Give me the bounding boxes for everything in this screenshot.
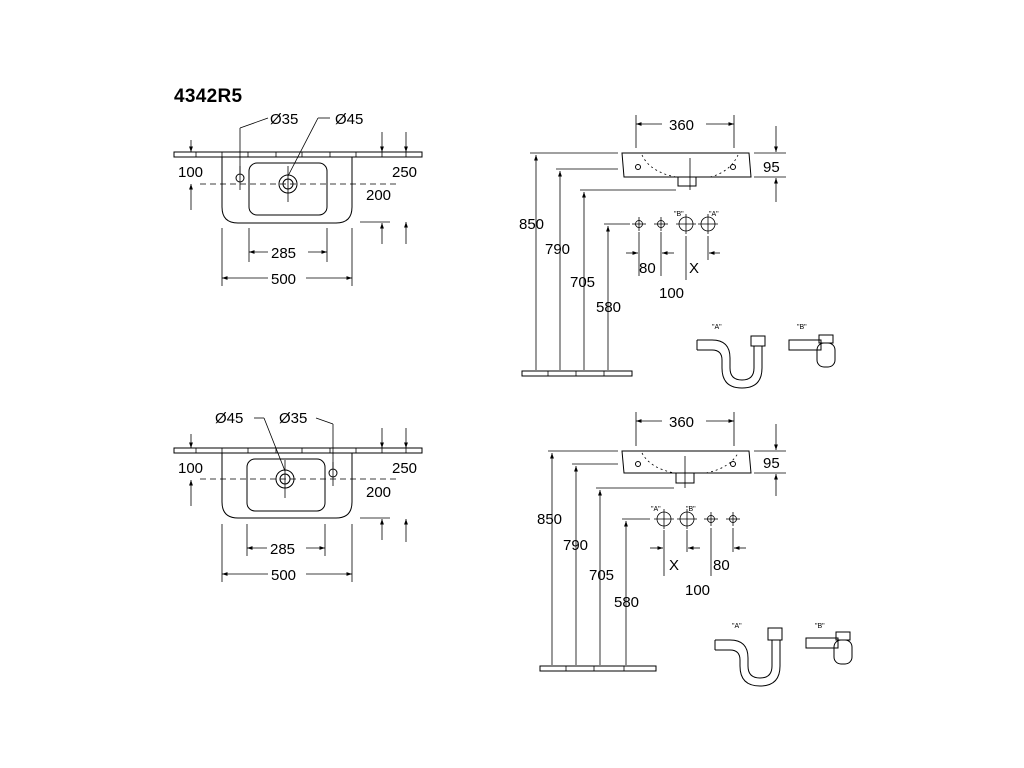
dim-100-side1: 100 xyxy=(659,285,684,302)
dim-360-side1: 360 xyxy=(669,117,694,134)
dim-200-top1: 200 xyxy=(366,187,391,204)
dim-80-side1: 80 xyxy=(639,260,656,277)
lbl-a-valve-side2: "A" xyxy=(651,506,661,513)
lbl-a-valve-side1: "A" xyxy=(709,211,719,218)
dim-250-top1: 250 xyxy=(392,164,417,181)
lbl-b-valve-side2: "B" xyxy=(686,506,696,513)
dim-200-top2: 200 xyxy=(366,484,391,501)
dim-790-side2: 790 xyxy=(563,537,588,554)
dim-d45-2: Ø45 xyxy=(215,410,243,427)
lbl-siphon-b-side2: "B" xyxy=(815,623,825,630)
dim-100-top2: 100 xyxy=(178,460,203,477)
dim-705-side2: 705 xyxy=(589,567,614,584)
dim-580-side1: 580 xyxy=(596,299,621,316)
dim-705-side1: 705 xyxy=(570,274,595,291)
dim-d35-2: Ø35 xyxy=(279,410,307,427)
dim-500-top1: 500 xyxy=(271,271,296,288)
dim-360-side2: 360 xyxy=(669,414,694,431)
top-view-1: Ø35 Ø45 100 250 200 285 500 xyxy=(173,111,423,288)
dim-d45-1: Ø45 xyxy=(335,111,363,128)
dim-790-side1: 790 xyxy=(545,241,570,258)
dim-850-side2: 850 xyxy=(537,511,562,528)
top-view-2: Ø45 Ø35 100 250 200 285 500 xyxy=(173,410,423,584)
lbl-siphon-a-side1: "A" xyxy=(712,324,722,331)
dim-95-side2: 95 xyxy=(763,455,780,472)
dim-285-top1: 285 xyxy=(271,245,296,262)
side-view-2: 360 95 850 790 705 580 "A" "B" xyxy=(537,412,853,687)
dim-95-side1: 95 xyxy=(763,159,780,176)
dim-285-top2: 285 xyxy=(270,541,295,558)
model-title: 4342R5 xyxy=(174,86,243,107)
dim-80-side2: 80 xyxy=(713,557,730,574)
lbl-b-valve-side1: "B" xyxy=(674,211,684,218)
dim-100-side2: 100 xyxy=(685,582,710,599)
dim-x-side1: X xyxy=(689,260,699,277)
dim-x-side2: X xyxy=(669,557,679,574)
dim-580-side2: 580 xyxy=(614,594,639,611)
dim-100-top1: 100 xyxy=(178,164,203,181)
dim-d35-1: Ø35 xyxy=(270,111,298,128)
lbl-siphon-b-side1: "B" xyxy=(797,324,807,331)
dim-500-top2: 500 xyxy=(271,567,296,584)
dim-850-side1: 850 xyxy=(519,216,544,233)
side-view-1: 360 95 850 790 705 580 "B" "A" xyxy=(519,115,836,389)
lbl-siphon-a-side2: "A" xyxy=(732,623,742,630)
dim-250-top2: 250 xyxy=(392,460,417,477)
